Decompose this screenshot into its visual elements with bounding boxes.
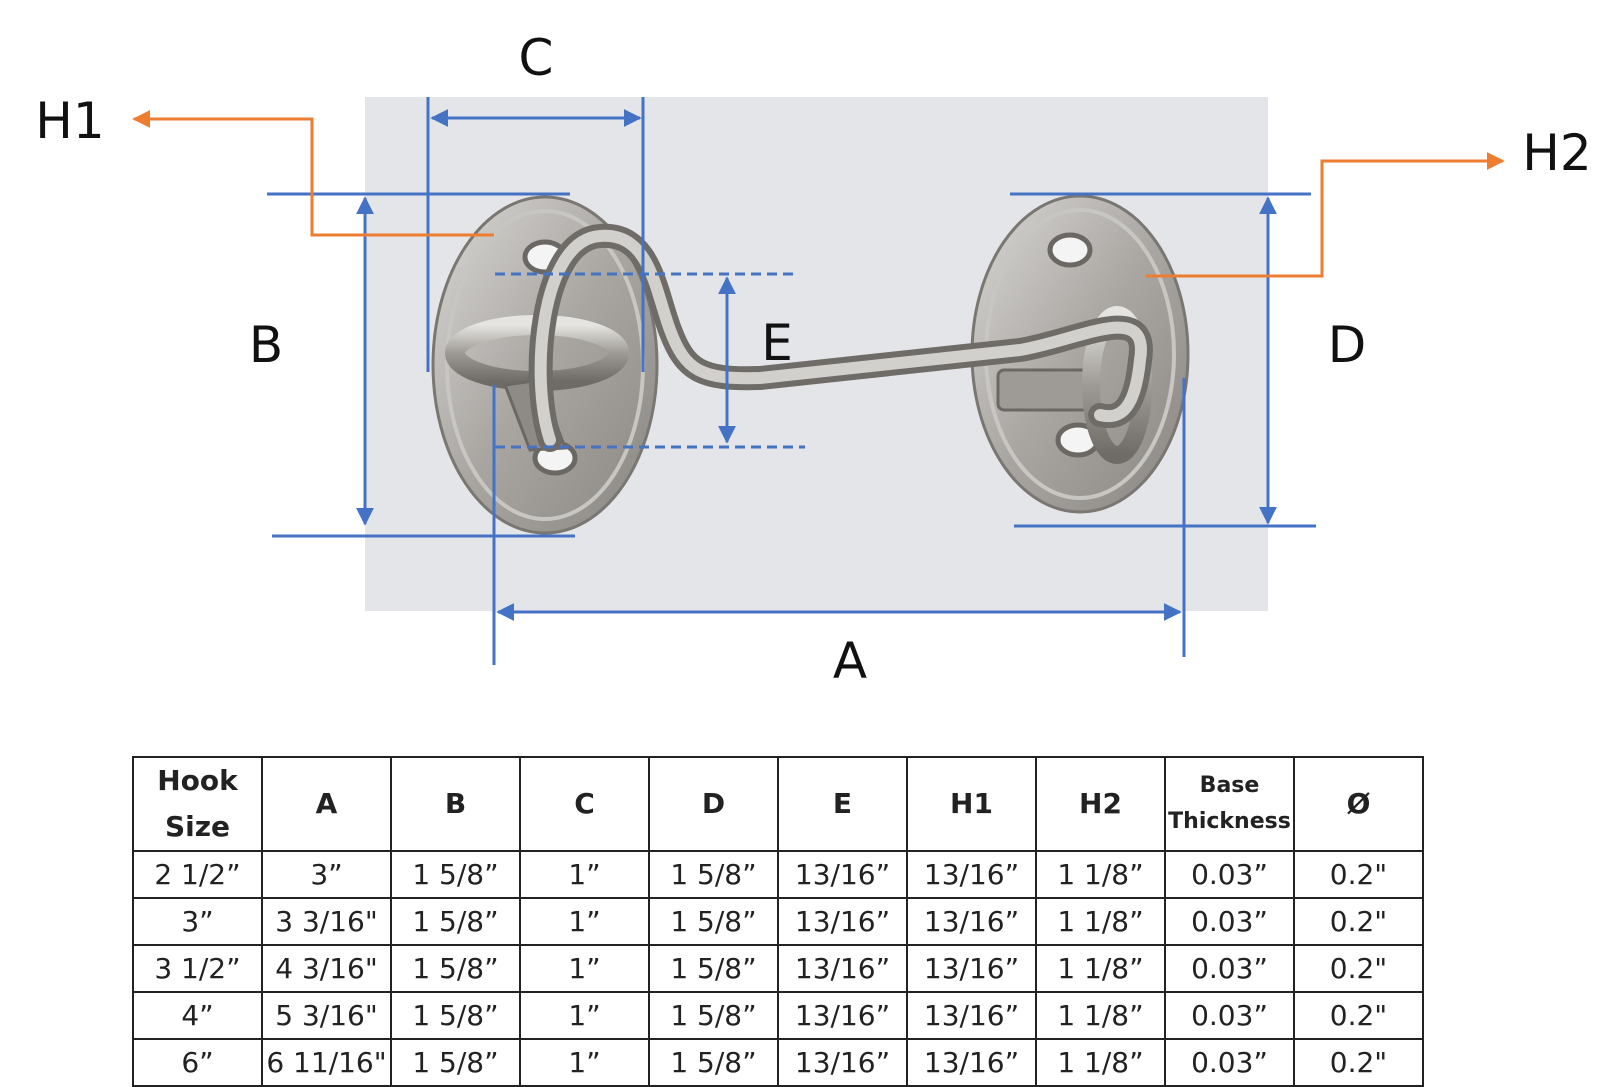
table-cell: 3 1/2” (132, 944, 263, 993)
table-cell: 13/16” (906, 944, 1037, 993)
table-cell: 1 1/8” (1035, 1038, 1166, 1087)
table-cell: 13/16” (906, 850, 1037, 899)
table-cell: 1 1/8” (1035, 897, 1166, 946)
label-b: B (249, 316, 283, 374)
table-cell: 13/16” (777, 897, 908, 946)
label-c: C (519, 29, 554, 87)
dimension-e (495, 272, 805, 449)
table-cell: 4” (132, 991, 263, 1040)
table-row: 3” 3 3/16" 1 5/8” 1” 1 5/8” 13/16” 13/16… (132, 897, 1424, 946)
table-cell: 0.2" (1293, 1038, 1424, 1087)
table-cell: 13/16” (906, 991, 1037, 1040)
table-header-row: Hook Size A B C D E H1 H2 Base Thickness… (132, 756, 1424, 852)
label-e: E (761, 314, 793, 372)
table-cell: 1” (519, 1038, 650, 1087)
table-row: 6” 6 11/16" 1 5/8” 1” 1 5/8” 13/16” 13/1… (132, 1038, 1424, 1087)
table-cell: 1” (519, 897, 650, 946)
table-cell: 0.03” (1164, 850, 1295, 899)
dimension-b (267, 192, 575, 538)
table-cell: 4 3/16" (261, 944, 392, 993)
header-a: A (261, 756, 392, 852)
label-a: A (833, 632, 867, 690)
header-hook-size: Hook Size (132, 756, 263, 852)
table-cell: 13/16” (777, 1038, 908, 1087)
table-cell: 0.03” (1164, 897, 1295, 946)
table-cell: 0.2" (1293, 944, 1424, 993)
table-cell: 1 5/8” (648, 991, 779, 1040)
hook-wire (528, 223, 1153, 452)
dimension-d (1010, 192, 1316, 528)
callout-h1 (132, 110, 494, 237)
table-cell: 0.2" (1293, 897, 1424, 946)
table-cell: 0.03” (1164, 1038, 1295, 1087)
table-row: 4” 5 3/16" 1 5/8” 1” 1 5/8” 13/16” 13/16… (132, 991, 1424, 1040)
header-diameter: Ø (1293, 756, 1424, 852)
table-cell: 3” (261, 850, 392, 899)
dimension-a (492, 378, 1186, 665)
table-cell: 1 5/8” (390, 991, 521, 1040)
table-cell: 0.03” (1164, 991, 1295, 1040)
table-cell: 2 1/2” (132, 850, 263, 899)
table-cell: 1 5/8” (390, 1038, 521, 1087)
table-cell: 0.2" (1293, 850, 1424, 899)
label-d: D (1328, 316, 1367, 374)
table-cell: 1 5/8” (648, 850, 779, 899)
header-d: D (648, 756, 779, 852)
table-cell: 3 3/16" (261, 897, 392, 946)
table-cell: 1 5/8” (390, 897, 521, 946)
header-base-thickness: Base Thickness (1164, 756, 1295, 852)
table-cell: 3” (132, 897, 263, 946)
header-h2: H2 (1035, 756, 1166, 852)
table-cell: 6” (132, 1038, 263, 1087)
table-cell: 0.2" (1293, 991, 1424, 1040)
table-cell: 13/16” (906, 1038, 1037, 1087)
table-cell: 1 1/8” (1035, 944, 1166, 993)
callout-h2 (1146, 152, 1505, 278)
table-row: 3 1/2” 4 3/16" 1 5/8” 1” 1 5/8” 13/16” 1… (132, 944, 1424, 993)
label-h2: H2 (1522, 124, 1591, 182)
table-cell: 1 5/8” (648, 897, 779, 946)
table-cell: 1 5/8” (648, 944, 779, 993)
table-cell: 1 5/8” (648, 1038, 779, 1087)
table-cell: 1 5/8” (390, 850, 521, 899)
header-h1: H1 (906, 756, 1037, 852)
table-cell: 5 3/16" (261, 991, 392, 1040)
label-h1: H1 (35, 92, 104, 150)
header-b: B (390, 756, 521, 852)
table-cell: 1” (519, 991, 650, 1040)
table-cell: 0.03” (1164, 944, 1295, 993)
table-cell: 1” (519, 944, 650, 993)
table-cell: 13/16” (906, 897, 1037, 946)
table-cell: 1 5/8” (390, 944, 521, 993)
table-cell: 1” (519, 850, 650, 899)
header-c: C (519, 756, 650, 852)
table-cell: 13/16” (777, 850, 908, 899)
header-e: E (777, 756, 908, 852)
table-cell: 6 11/16" (261, 1038, 392, 1087)
table-row: 2 1/2” 3” 1 5/8” 1” 1 5/8” 13/16” 13/16”… (132, 850, 1424, 899)
table-cell: 13/16” (777, 991, 908, 1040)
table-cell: 13/16” (777, 944, 908, 993)
table-cell: 1 1/8” (1035, 850, 1166, 899)
table-cell: 1 1/8” (1035, 991, 1166, 1040)
dimension-table: Hook Size A B C D E H1 H2 Base Thickness… (132, 756, 1424, 1087)
